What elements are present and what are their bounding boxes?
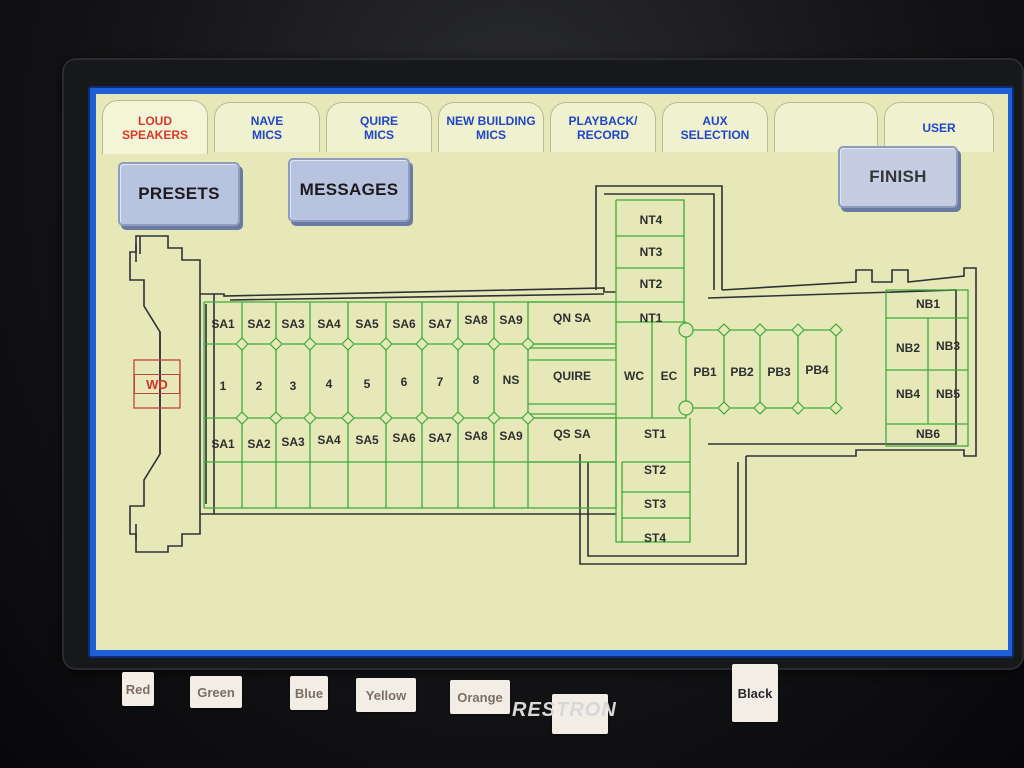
tab-user[interactable]: USER — [884, 102, 994, 152]
zone-nave-6[interactable]: 6 — [400, 375, 408, 389]
tape-label-green: Green — [190, 676, 242, 708]
zone-south-sa7[interactable]: SA7 — [428, 431, 452, 445]
tape-label-orange: Orange — [450, 680, 510, 714]
zone-nt3[interactable]: NT3 — [639, 245, 663, 259]
tape-label-yellow: Yellow — [356, 678, 416, 712]
zone-st4[interactable]: ST4 — [643, 531, 666, 545]
zone-nave-1[interactable]: 1 — [219, 379, 227, 393]
finish-button[interactable]: FINISH — [838, 146, 958, 208]
zone-south-sa6[interactable]: SA6 — [392, 431, 416, 445]
zone-nt2[interactable]: NT2 — [639, 277, 663, 291]
zone-south-sa5[interactable]: SA5 — [355, 433, 379, 447]
zone-south-sa8[interactable]: SA8 — [464, 429, 488, 443]
zone-nb3[interactable]: NB3 — [935, 339, 960, 353]
zone-nave-ns[interactable]: NS — [502, 373, 520, 387]
zone-wc[interactable]: WC — [624, 369, 644, 383]
zone-ec[interactable]: EC — [660, 369, 678, 383]
zone-nave-8[interactable]: 8 — [472, 373, 480, 387]
tab-aux-selection[interactable]: AUX SELECTION — [662, 102, 768, 152]
zone-north-sa5[interactable]: SA5 — [355, 317, 379, 331]
zone-north-sa4[interactable]: SA4 — [317, 317, 341, 331]
zone-pb1[interactable]: PB1 — [693, 365, 717, 379]
zone-nb5[interactable]: NB5 — [935, 387, 960, 401]
zone-nave-2[interactable]: 2 — [255, 379, 263, 393]
zone-nb6[interactable]: NB6 — [915, 427, 940, 441]
zone-wd[interactable]: WD — [134, 374, 180, 394]
tab-nave-mics[interactable]: NAVE MICS — [214, 102, 320, 152]
zone-quire[interactable]: QUIRE — [552, 369, 591, 383]
zone-pb2[interactable]: PB2 — [730, 365, 754, 379]
tab-loud-speakers[interactable]: LOUD SPEAKERS — [102, 100, 208, 154]
tape-label-blue: Blue — [290, 676, 328, 710]
zone-south-sa4[interactable]: SA4 — [317, 433, 341, 447]
zone-nave-3[interactable]: 3 — [289, 379, 297, 393]
zone-nt1[interactable]: NT1 — [639, 311, 663, 325]
zone-st3[interactable]: ST3 — [643, 497, 666, 511]
zone-nave-5[interactable]: 5 — [363, 377, 371, 391]
zone-nb1[interactable]: NB1 — [915, 297, 940, 311]
zone-north-sa8[interactable]: SA8 — [464, 313, 488, 327]
tape-label-red: Red — [122, 672, 154, 706]
zone-south-sa3[interactable]: SA3 — [281, 435, 305, 449]
zone-qs-sa[interactable]: QS SA — [553, 427, 591, 441]
zone-nave-7[interactable]: 7 — [436, 375, 444, 389]
zone-pb3[interactable]: PB3 — [767, 365, 791, 379]
zone-south-sa2[interactable]: SA2 — [247, 437, 271, 451]
tape-label-blank — [552, 694, 608, 734]
zone-north-sa6[interactable]: SA6 — [392, 317, 416, 331]
zone-nb4[interactable]: NB4 — [895, 387, 920, 401]
presets-button[interactable]: PRESETS — [118, 162, 240, 226]
zone-st1[interactable]: ST1 — [643, 427, 666, 441]
messages-button[interactable]: MESSAGES — [288, 158, 410, 222]
tab-blank[interactable] — [774, 102, 878, 152]
tape-label-black: Black — [732, 664, 778, 722]
zone-pb4[interactable]: PB4 — [805, 363, 829, 377]
zone-north-sa7[interactable]: SA7 — [428, 317, 452, 331]
zone-south-sa9[interactable]: SA9 — [499, 429, 523, 443]
zone-north-sa3[interactable]: SA3 — [281, 317, 305, 331]
zone-nave-4[interactable]: 4 — [325, 377, 333, 391]
tab-playback-record[interactable]: PLAYBACK/ RECORD — [550, 102, 656, 152]
brand-logo: RESTRON — [512, 699, 617, 721]
tab-quire-mics[interactable]: QUIRE MICS — [326, 102, 432, 152]
zone-north-sa1[interactable]: SA1 — [211, 317, 235, 331]
zone-north-sa2[interactable]: SA2 — [247, 317, 271, 331]
touch-screen: LOUD SPEAKERS NAVE MICS QUIRE MICS NEW B… — [96, 94, 1008, 650]
cathedral-floor-plan — [129, 185, 977, 565]
zone-nb2[interactable]: NB2 — [895, 341, 920, 355]
zone-north-sa9[interactable]: SA9 — [499, 313, 523, 327]
zone-nt4[interactable]: NT4 — [639, 213, 663, 227]
zone-south-sa1[interactable]: SA1 — [211, 437, 235, 451]
zone-qn-sa[interactable]: QN SA — [552, 311, 591, 325]
tab-new-building-mics[interactable]: NEW BUILDING MICS — [438, 102, 544, 152]
zone-st2[interactable]: ST2 — [643, 463, 666, 477]
